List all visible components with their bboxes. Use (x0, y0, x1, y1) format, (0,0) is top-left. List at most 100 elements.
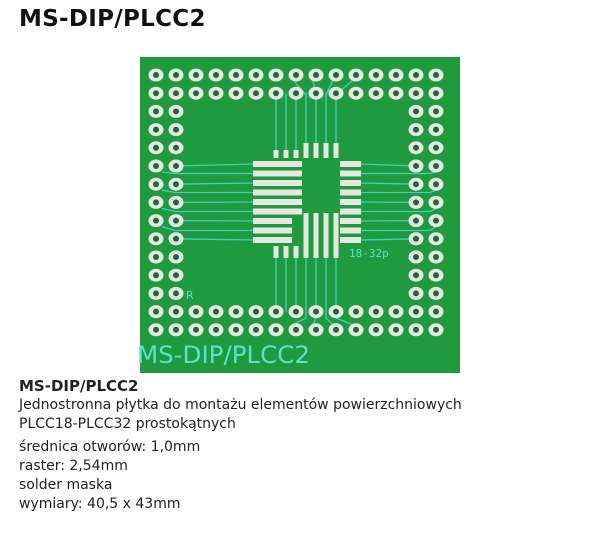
smd-pad (313, 213, 319, 258)
drill-hole (153, 272, 159, 279)
drill-hole (313, 90, 319, 97)
drill-hole (173, 90, 179, 97)
spec-solder-mask: solder maska (19, 477, 113, 493)
pcb-substrate (140, 57, 460, 373)
drill-hole (433, 235, 439, 242)
drill-hole (413, 163, 419, 169)
trace (161, 207, 253, 213)
drill-hole (433, 254, 439, 260)
drill-hole (353, 326, 359, 333)
trace (360, 163, 417, 167)
drill-hole (413, 326, 419, 333)
pcb-holes (148, 68, 444, 337)
trace (161, 189, 253, 194)
trace (361, 226, 437, 232)
drill-hole (373, 72, 379, 78)
drill-hole (393, 90, 399, 97)
drill-hole (413, 217, 419, 224)
drill-hole (233, 326, 239, 333)
drill-hole (253, 72, 259, 78)
drill-hole (273, 72, 279, 78)
drill-hole (153, 163, 159, 169)
drill-hole (433, 72, 439, 78)
spec-hole-diameter: średnica otworów: 1,0mm (19, 439, 201, 455)
trace (175, 238, 254, 241)
silkscreen-pins-label: 18-32p (349, 247, 389, 260)
drill-hole (153, 217, 159, 224)
drill-hole (433, 181, 439, 188)
drill-hole (413, 272, 419, 279)
pcb-board-image: 18-32p R MS-DIP/PLCC2 (137, 57, 460, 373)
drill-hole (433, 326, 439, 333)
smd-pad (273, 246, 279, 258)
drill-hole (153, 108, 159, 115)
spec-pitch: raster: 2,54mm (19, 458, 128, 474)
drill-hole (433, 144, 439, 151)
smd-pad (283, 246, 289, 258)
drill-hole (433, 217, 439, 224)
drill-hole (213, 90, 219, 97)
drill-hole (413, 181, 419, 188)
smd-pad (340, 180, 361, 186)
drill-hole (153, 308, 159, 315)
description-line: Jednostronna płytka do montażu elementów… (19, 397, 462, 413)
pcb-pads (253, 143, 361, 258)
smd-pad (303, 143, 309, 158)
drill-hole (173, 108, 179, 115)
trace (360, 238, 417, 241)
smd-pad (253, 180, 302, 186)
drill-hole (233, 90, 239, 97)
smd-pad (293, 246, 299, 258)
smd-pad (340, 189, 361, 196)
drill-hole (413, 72, 419, 78)
smd-pad (293, 150, 299, 158)
smd-pad (323, 213, 329, 258)
drill-hole (233, 308, 239, 315)
drill-hole (173, 217, 179, 224)
drill-hole (153, 199, 159, 206)
trace (361, 189, 437, 194)
smd-pad (333, 143, 339, 158)
drill-hole (173, 181, 179, 188)
drill-hole (193, 308, 199, 315)
smd-pad (253, 227, 292, 234)
smd-pad (340, 208, 361, 215)
smd-pad (340, 170, 361, 177)
drill-hole (333, 308, 339, 315)
drill-hole (173, 144, 179, 151)
drill-hole (333, 326, 339, 333)
drill-hole (153, 126, 159, 133)
drill-hole (213, 72, 219, 78)
drill-hole (293, 90, 299, 97)
drill-hole (433, 290, 439, 297)
drill-hole (153, 144, 159, 151)
drill-hole (153, 326, 159, 333)
smd-pad (340, 227, 361, 234)
drill-hole (313, 326, 319, 333)
trace (292, 311, 307, 326)
drill-hole (273, 326, 279, 333)
drill-hole (413, 199, 419, 206)
drill-hole (313, 72, 319, 78)
drill-hole (193, 72, 199, 78)
drill-hole (353, 90, 359, 97)
smd-pad (253, 161, 302, 167)
drill-hole (413, 126, 419, 133)
drill-hole (333, 90, 339, 97)
drill-hole (173, 254, 179, 260)
drill-hole (413, 235, 419, 242)
drill-hole (173, 308, 179, 315)
trace (325, 79, 334, 96)
product-name: MS-DIP/PLCC2 (19, 377, 139, 395)
drill-hole (193, 90, 199, 97)
trace (292, 79, 307, 97)
drill-hole (433, 163, 439, 169)
smd-pad (253, 218, 292, 224)
spec-dimensions: wymiary: 40,5 x 43mm (19, 496, 181, 512)
drill-hole (293, 326, 299, 333)
drill-hole (353, 72, 359, 78)
drill-hole (233, 72, 239, 78)
drill-hole (173, 235, 179, 242)
drill-hole (433, 199, 439, 206)
drill-hole (413, 308, 419, 315)
